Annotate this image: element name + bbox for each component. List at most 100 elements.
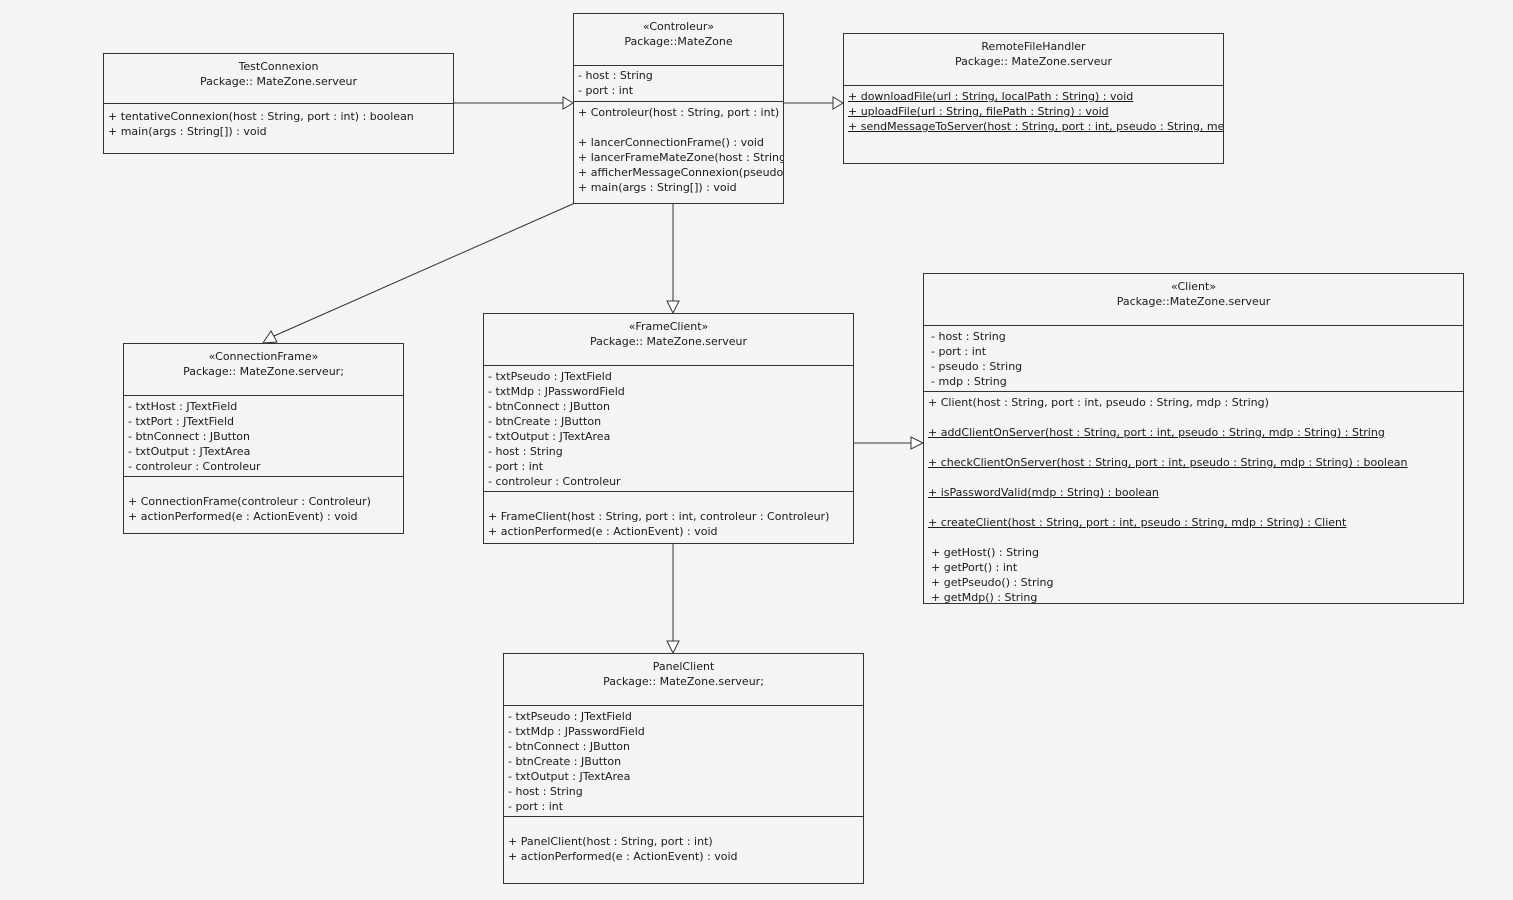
static-method: + downloadFile(url : String, localPath :… xyxy=(848,90,1134,103)
attribute: - txtOutput : JTextArea xyxy=(488,430,611,443)
attribute: - txtMdp : JPasswordField xyxy=(508,725,645,738)
attribute: - port : int xyxy=(578,84,634,97)
attribute: - mdp : String xyxy=(931,375,1007,388)
attribute: - txtMdp : JPasswordField xyxy=(488,385,625,398)
attribute: - txtPseudo : JTextField xyxy=(508,710,632,723)
class-package: Package::MateZone.serveur xyxy=(1116,295,1271,308)
method: + lancerConnectionFrame() : void xyxy=(578,136,764,149)
class-testconnexion: TestConnexion Package:: MateZone.serveur… xyxy=(103,53,454,154)
static-method: + isPasswordValid(mdp : String) : boolea… xyxy=(928,486,1159,499)
attributes-section: - txtHost : JTextField - txtPort : JText… xyxy=(124,396,403,476)
class-header: RemoteFileHandler Package:: MateZone.ser… xyxy=(844,34,1223,86)
class-package: Package:: MateZone.serveur; xyxy=(183,365,344,378)
method: + getMdp() : String xyxy=(931,591,1038,604)
method: + afficherMessageConnexion(pseudo xyxy=(578,166,784,179)
static-method: + createClient(host : String, port : int… xyxy=(928,516,1347,529)
arrowhead-remotefilehandler xyxy=(832,96,844,110)
class-controleur: «Controleur» Package::MateZone - host : … xyxy=(573,13,784,204)
arrowhead-frameclient xyxy=(666,300,680,315)
attribute: - pseudo : String xyxy=(931,360,1023,373)
arrowhead-controleur xyxy=(562,96,574,110)
methods-section: + Client(host : String, port : int, pseu… xyxy=(924,391,1463,604)
class-header: «FrameClient» Package:: MateZone.serveur xyxy=(484,314,853,366)
class-remotefilehandler: RemoteFileHandler Package:: MateZone.ser… xyxy=(843,33,1224,164)
method: + ConnectionFrame(controleur : Controleu… xyxy=(128,495,371,508)
attributes-section: - host : String - port : int - pseudo : … xyxy=(924,326,1463,391)
attribute: - btnConnect : JButton xyxy=(128,430,251,443)
attribute: - txtOutput : JTextArea xyxy=(508,770,631,783)
attribute: - btnConnect : JButton xyxy=(488,400,611,413)
attribute: - btnCreate : JButton xyxy=(508,755,622,768)
attribute: - controleur : Controleur xyxy=(128,460,261,473)
class-header: PanelClient Package:: MateZone.serveur; xyxy=(504,654,863,706)
method: + actionPerformed(e : ActionEvent) : voi… xyxy=(488,525,718,538)
attribute: - txtHost : JTextField xyxy=(128,400,238,413)
class-name: TestConnexion xyxy=(238,60,319,73)
class-name: RemoteFileHandler xyxy=(981,40,1086,53)
class-connectionframe: «ConnectionFrame» Package:: MateZone.ser… xyxy=(123,343,404,534)
method: + Client(host : String, port : int, pseu… xyxy=(928,396,1269,409)
attribute: - host : String xyxy=(508,785,583,798)
method: + FrameClient(host : String, port : int,… xyxy=(488,510,830,523)
attributes-section: - txtPseudo : JTextField - txtMdp : JPas… xyxy=(504,706,863,816)
method-spacer xyxy=(578,120,779,135)
attribute: - host : String xyxy=(488,445,563,458)
methods-section: + ConnectionFrame(controleur : Controleu… xyxy=(124,476,403,524)
class-stereotype: «ConnectionFrame» xyxy=(208,350,319,363)
method: + Controleur(host : String, port : int) xyxy=(578,106,780,119)
class-frameclient: «FrameClient» Package:: MateZone.serveur… xyxy=(483,313,854,544)
methods-section: + Controleur(host : String, port : int) … xyxy=(574,101,783,195)
method: + actionPerformed(e : ActionEvent) : voi… xyxy=(508,850,738,863)
class-package: Package::MateZone xyxy=(624,35,733,48)
class-client: «Client» Package::MateZone.serveur - hos… xyxy=(923,273,1464,604)
attributes-section: - host : String - port : int xyxy=(574,66,783,101)
static-method: + addClientOnServer(host : String, port … xyxy=(928,426,1385,439)
method: + getPort() : int xyxy=(931,561,1018,574)
methods-section: + FrameClient(host : String, port : int,… xyxy=(484,491,853,539)
class-package: Package:: MateZone.serveur xyxy=(199,75,358,88)
class-stereotype: «Controleur» xyxy=(642,20,715,33)
static-method: + checkClientOnServer(host : String, por… xyxy=(928,456,1408,469)
method: + getPseudo() : String xyxy=(931,576,1054,589)
class-header: «Client» Package::MateZone.serveur xyxy=(924,274,1463,326)
static-method: + sendMessageToServer(host : String, por… xyxy=(848,120,1224,133)
class-package: Package:: MateZone.serveur xyxy=(589,335,748,348)
class-stereotype: «FrameClient» xyxy=(628,320,709,333)
attribute: - host : String xyxy=(578,69,653,82)
attribute: - host : String xyxy=(931,330,1006,343)
methods-section: + downloadFile(url : String, localPath :… xyxy=(844,86,1223,134)
method: + PanelClient(host : String, port : int) xyxy=(508,835,713,848)
attributes-section: - txtPseudo : JTextField - txtMdp : JPas… xyxy=(484,366,853,491)
attribute: - btnCreate : JButton xyxy=(488,415,602,428)
class-package: Package:: MateZone.serveur xyxy=(954,55,1113,68)
attribute: - port : int xyxy=(488,460,544,473)
arrowhead-client xyxy=(910,436,925,450)
methods-section: + tentativeConnexion(host : String, port… xyxy=(104,104,453,139)
class-header: «Controleur» Package::MateZone xyxy=(574,14,783,66)
method: + lancerFrameMateZone(host : String xyxy=(578,151,784,164)
method: + actionPerformed(e : ActionEvent) : voi… xyxy=(128,510,358,523)
attribute: - txtPort : JTextField xyxy=(128,415,234,428)
class-stereotype: «Client» xyxy=(1170,280,1217,293)
method: + tentativeConnexion(host : String, port… xyxy=(108,110,414,123)
attribute: - txtOutput : JTextArea xyxy=(128,445,251,458)
static-method: + uploadFile(url : String, filePath : St… xyxy=(848,105,1109,118)
attribute: - controleur : Controleur xyxy=(488,475,621,488)
arrowhead-panelclient xyxy=(666,640,680,655)
arrow-controleur-to-connectionframe xyxy=(273,202,576,337)
class-header: TestConnexion Package:: MateZone.serveur xyxy=(104,54,453,104)
class-name: PanelClient xyxy=(652,660,715,673)
method: + main(args : String[]) : void xyxy=(578,181,737,194)
attribute: - port : int xyxy=(931,345,987,358)
arrowhead-connectionframe xyxy=(262,330,278,344)
method: + main(args : String[]) : void xyxy=(108,125,267,138)
methods-section: + PanelClient(host : String, port : int)… xyxy=(504,816,863,864)
class-panelclient: PanelClient Package:: MateZone.serveur; … xyxy=(503,653,864,884)
attribute: - txtPseudo : JTextField xyxy=(488,370,612,383)
method: + getHost() : String xyxy=(931,546,1039,559)
attribute: - btnConnect : JButton xyxy=(508,740,631,753)
attribute: - port : int xyxy=(508,800,564,813)
class-header: «ConnectionFrame» Package:: MateZone.ser… xyxy=(124,344,403,396)
class-package: Package:: MateZone.serveur; xyxy=(603,675,764,688)
